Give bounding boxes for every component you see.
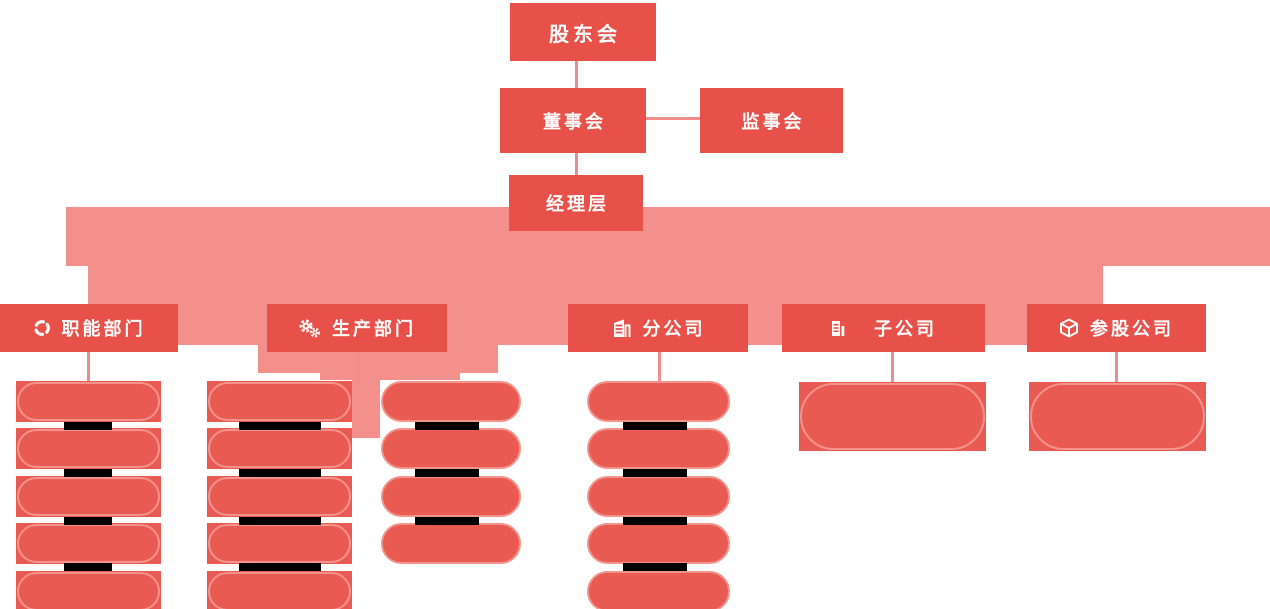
sub-unit-pill bbox=[207, 523, 352, 564]
redacted-label-bar bbox=[415, 422, 479, 430]
sub-unit-pill bbox=[16, 523, 161, 564]
connector-overlay-strip bbox=[352, 380, 380, 438]
redacted-label-bar bbox=[64, 422, 112, 430]
sub-unit-pill bbox=[587, 381, 730, 422]
sub-unit-pill bbox=[381, 381, 521, 422]
connector-branch-co-stub bbox=[658, 352, 661, 383]
branch-label: 分公司 bbox=[642, 319, 706, 339]
redacted-label-bar bbox=[239, 422, 321, 430]
redacted-label-bar bbox=[64, 517, 112, 525]
connector-equity-co-stub bbox=[1115, 352, 1118, 383]
sub-unit-pill bbox=[207, 571, 352, 609]
connector-overlay-wedge-step bbox=[320, 373, 460, 380]
branch-label: 子公司 bbox=[874, 319, 937, 339]
sub-unit-pill bbox=[799, 382, 986, 451]
branch-header-functional-departments: 职能部门 bbox=[0, 304, 178, 352]
redacted-label-bar bbox=[239, 517, 321, 525]
branch-header-subsidiaries: 子公司 bbox=[782, 304, 985, 352]
connector-functional-stub bbox=[87, 352, 90, 382]
circular-arrows-icon bbox=[33, 319, 51, 337]
sub-unit-pill bbox=[587, 571, 730, 609]
redacted-label-bar bbox=[623, 422, 687, 430]
sub-unit-pill bbox=[207, 381, 352, 422]
branch-label: 生产部门 bbox=[332, 319, 416, 339]
connector-board-management bbox=[575, 153, 578, 175]
sub-unit-pill bbox=[587, 476, 730, 517]
gears-icon bbox=[298, 318, 321, 338]
building-flag-icon bbox=[611, 317, 632, 339]
redacted-label-bar bbox=[415, 469, 479, 477]
branch-header-branch-companies: 分公司 bbox=[568, 304, 748, 352]
node-label: 监事会 bbox=[741, 111, 805, 132]
branch-label: 参股公司 bbox=[1090, 319, 1174, 339]
cube-icon bbox=[1059, 318, 1079, 338]
redacted-label-bar bbox=[239, 469, 321, 477]
connector-board-supervisors bbox=[646, 117, 700, 120]
sub-unit-pill bbox=[207, 428, 352, 469]
node-board-of-directors: 董事会 bbox=[500, 88, 646, 153]
sub-unit-pill bbox=[587, 523, 730, 564]
node-shareholders-meeting: 股东会 bbox=[510, 3, 656, 61]
node-board-of-supervisors: 监事会 bbox=[700, 88, 843, 153]
redacted-label-bar bbox=[623, 517, 687, 525]
node-label: 经理层 bbox=[546, 194, 609, 214]
node-label: 股东会 bbox=[549, 23, 621, 46]
sub-unit-pill bbox=[207, 476, 352, 517]
redacted-label-bar bbox=[623, 469, 687, 477]
sub-unit-pill bbox=[16, 428, 161, 469]
connector-subsidiary-stub bbox=[891, 352, 894, 383]
connector-overlay-band-top bbox=[66, 207, 1270, 266]
sub-unit-pill bbox=[16, 381, 161, 422]
branch-label: 职能部门 bbox=[61, 319, 146, 339]
redacted-label-bar bbox=[623, 563, 687, 571]
node-label: 董事会 bbox=[543, 111, 606, 132]
redacted-label-bar bbox=[239, 563, 321, 571]
sub-unit-pill bbox=[587, 428, 730, 469]
connector-shareholders-board bbox=[575, 61, 578, 88]
redacted-label-bar bbox=[415, 517, 479, 525]
redacted-label-bar bbox=[64, 563, 112, 571]
branch-header-production-departments: 生产部门 bbox=[267, 304, 447, 352]
connector-overlay-band-bottom bbox=[88, 266, 1103, 304]
sub-unit-pill bbox=[381, 428, 521, 469]
connector-production-stub bbox=[357, 352, 360, 382]
redacted-label-bar bbox=[64, 469, 112, 477]
sub-unit-pill bbox=[381, 523, 521, 564]
building-icon bbox=[830, 318, 846, 338]
sub-unit-pill bbox=[1029, 382, 1206, 451]
branch-header-equity-companies: 参股公司 bbox=[1027, 304, 1206, 352]
sub-unit-pill bbox=[381, 476, 521, 517]
sub-unit-pill bbox=[16, 476, 161, 517]
sub-unit-pill bbox=[16, 571, 161, 609]
node-management-team: 经理层 bbox=[509, 175, 643, 231]
